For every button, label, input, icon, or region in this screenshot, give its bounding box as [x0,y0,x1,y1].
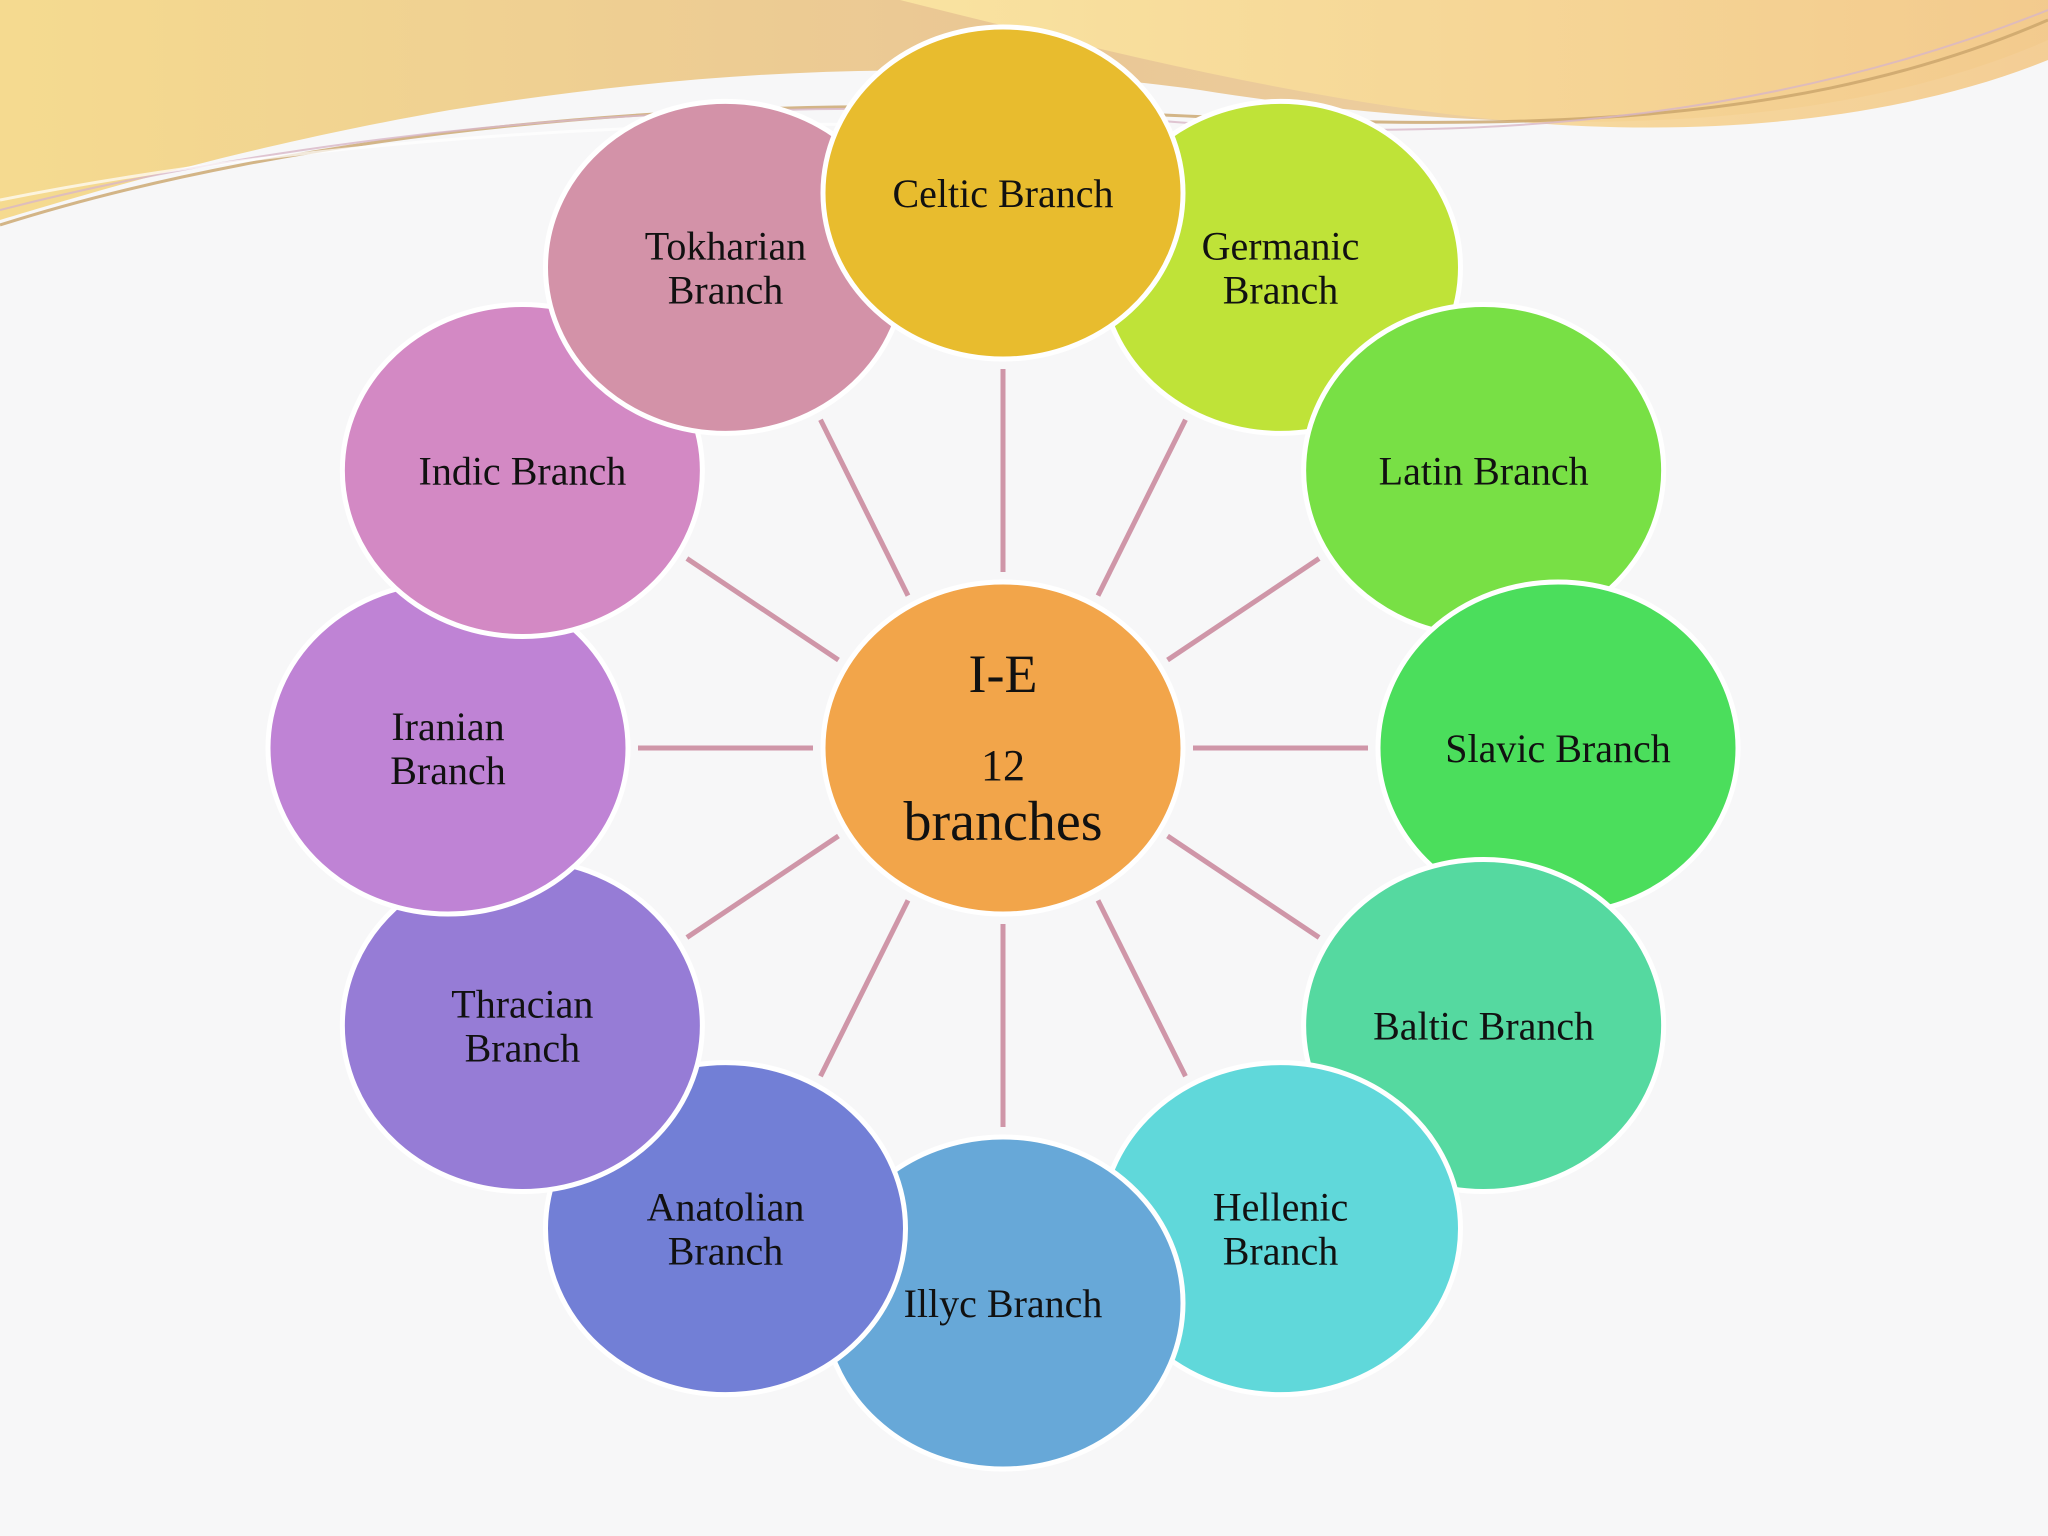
branch-label-germanic: Branch [1223,267,1339,312]
branch-label-anatolian: Anatolian [647,1185,805,1230]
connector-thracian [687,836,839,938]
connector-latin [1168,559,1320,661]
connector-indic [687,559,839,661]
branch-label-iranian: Branch [390,748,506,793]
branch-label-iranian: Iranian [391,704,504,749]
connector-anatolian [821,900,909,1076]
branch-label-tokharian: Branch [668,267,784,312]
branch-label-latin: Latin Branch [1379,449,1589,494]
branch-label-tokharian: Tokharian [645,223,807,268]
branch-label-hellenic: Hellenic [1213,1185,1349,1230]
branch-celtic: Celtic Branch [823,27,1183,359]
center-subtitle: branches [903,791,1102,853]
branch-label-baltic: Baltic Branch [1373,1004,1594,1049]
branch-label-thracian: Thracian [451,982,593,1027]
connector-tokharian [821,420,909,596]
center-count: 12 [981,741,1025,790]
connector-hellenic [1098,900,1186,1076]
branch-label-slavic: Slavic Branch [1445,726,1671,771]
branch-label-hellenic: Branch [1223,1229,1339,1274]
branch-label-anatolian: Branch [668,1229,784,1274]
center-hub: I-E 12 branches [823,582,1183,914]
branch-label-germanic: Germanic [1202,223,1360,268]
branch-label-illyc: Illyc Branch [904,1281,1103,1326]
connector-baltic [1168,836,1320,938]
connector-germanic [1098,420,1186,596]
branch-label-celtic: Celtic Branch [892,171,1113,216]
branch-label-thracian: Branch [465,1026,581,1071]
branch-label-indic: Indic Branch [419,449,627,494]
center-title: I-E [969,644,1038,704]
